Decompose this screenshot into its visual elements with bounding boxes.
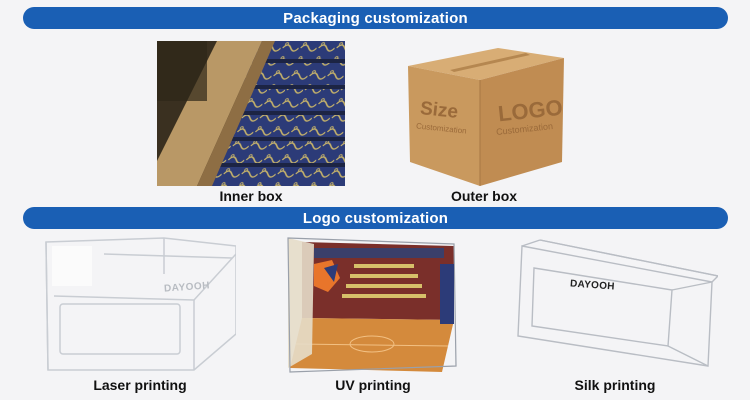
silk-printing-caption: Silk printing — [574, 377, 656, 393]
section-banner-logo: Logo customization — [23, 207, 728, 229]
box-size-print: Size — [419, 98, 460, 123]
laser-printing-caption: Laser printing — [93, 377, 187, 393]
section-title: Logo customization — [302, 209, 449, 227]
uv-printing-image — [284, 234, 462, 376]
laser-printing-image: DAYOOH — [44, 234, 236, 372]
outer-box-caption: Outer box — [450, 188, 518, 204]
outer-box-image: Size Customization LOGO Customization — [398, 40, 570, 188]
section-title: Packaging customization — [283, 9, 468, 27]
silk-printing-image: DAYOOH — [512, 238, 718, 370]
section-banner-packaging: Packaging customization — [23, 7, 728, 29]
inner-box-image — [157, 41, 345, 186]
inner-box-caption: Inner box — [219, 188, 283, 204]
uv-printing-caption: UV printing — [335, 377, 411, 393]
